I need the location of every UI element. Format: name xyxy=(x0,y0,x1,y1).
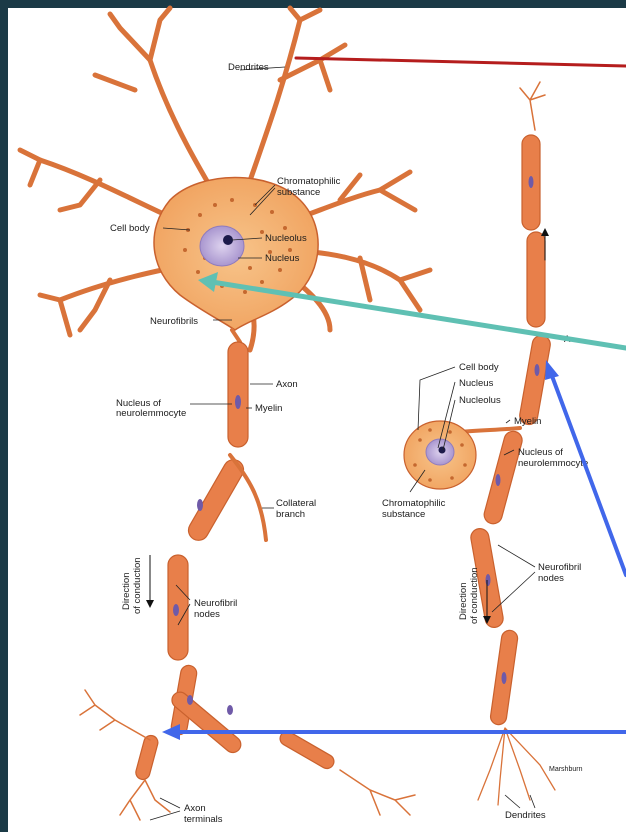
label-r-nodes: nodes xyxy=(538,573,564,584)
unipolar-neuron xyxy=(404,82,555,805)
axon-terminals-lines xyxy=(80,690,415,820)
label-terminals: terminals xyxy=(184,814,223,825)
label-dendrites: Dendrites xyxy=(228,62,269,73)
axon-segments xyxy=(134,330,336,781)
label-r-chromatophilic: Chromatophilic xyxy=(382,498,446,509)
multipolar-neuron xyxy=(20,8,430,820)
label-myelin: Myelin xyxy=(255,403,282,414)
label-chromatophilic: Chromatophilic xyxy=(277,176,341,187)
label-r-cell-body: Cell body xyxy=(459,362,499,373)
label-neurolemmocyte: neurolemmocyte xyxy=(116,408,186,419)
label-cell-body: Cell body xyxy=(110,223,150,234)
label-r-dendrites: Dendrites xyxy=(505,810,546,821)
label-of-conduction: of conduction xyxy=(132,557,143,614)
label-axon: Axon xyxy=(276,379,298,390)
label-substance: substance xyxy=(277,187,320,198)
red-pointer-line xyxy=(296,58,626,66)
label-r-of-conduction: of conduction xyxy=(469,567,480,624)
label-r-nucleolus: Nucleolus xyxy=(459,395,501,406)
label-nucleolus: Nucleolus xyxy=(265,233,307,244)
label-branch: branch xyxy=(276,509,305,520)
label-neurofibril: Neurofibril xyxy=(194,598,237,609)
label-r-nucleus-of: Nucleus of xyxy=(518,447,563,458)
label-nodes: nodes xyxy=(194,609,220,620)
nucleolus-shape xyxy=(223,235,233,245)
label-r-myelin: Myelin xyxy=(514,416,541,427)
label-axon-terminals: Axon xyxy=(184,803,206,814)
label-collateral: Collateral xyxy=(276,498,316,509)
label-r-substance: substance xyxy=(382,509,425,520)
label-nucleus: Nucleus xyxy=(265,253,300,264)
label-credit: Marshburn xyxy=(549,766,583,773)
label-r-direction: Direction xyxy=(458,583,469,621)
label-neurofibrils: Neurofibrils xyxy=(150,316,198,327)
label-direction: Direction xyxy=(121,573,132,611)
label-r-neurolemmocyte: neurolemmocyte xyxy=(518,458,588,469)
label-r-neurofibril: Neurofibril xyxy=(538,562,581,573)
nucleus-shape xyxy=(200,226,244,266)
label-r-nucleus: Nucleus xyxy=(459,378,494,389)
